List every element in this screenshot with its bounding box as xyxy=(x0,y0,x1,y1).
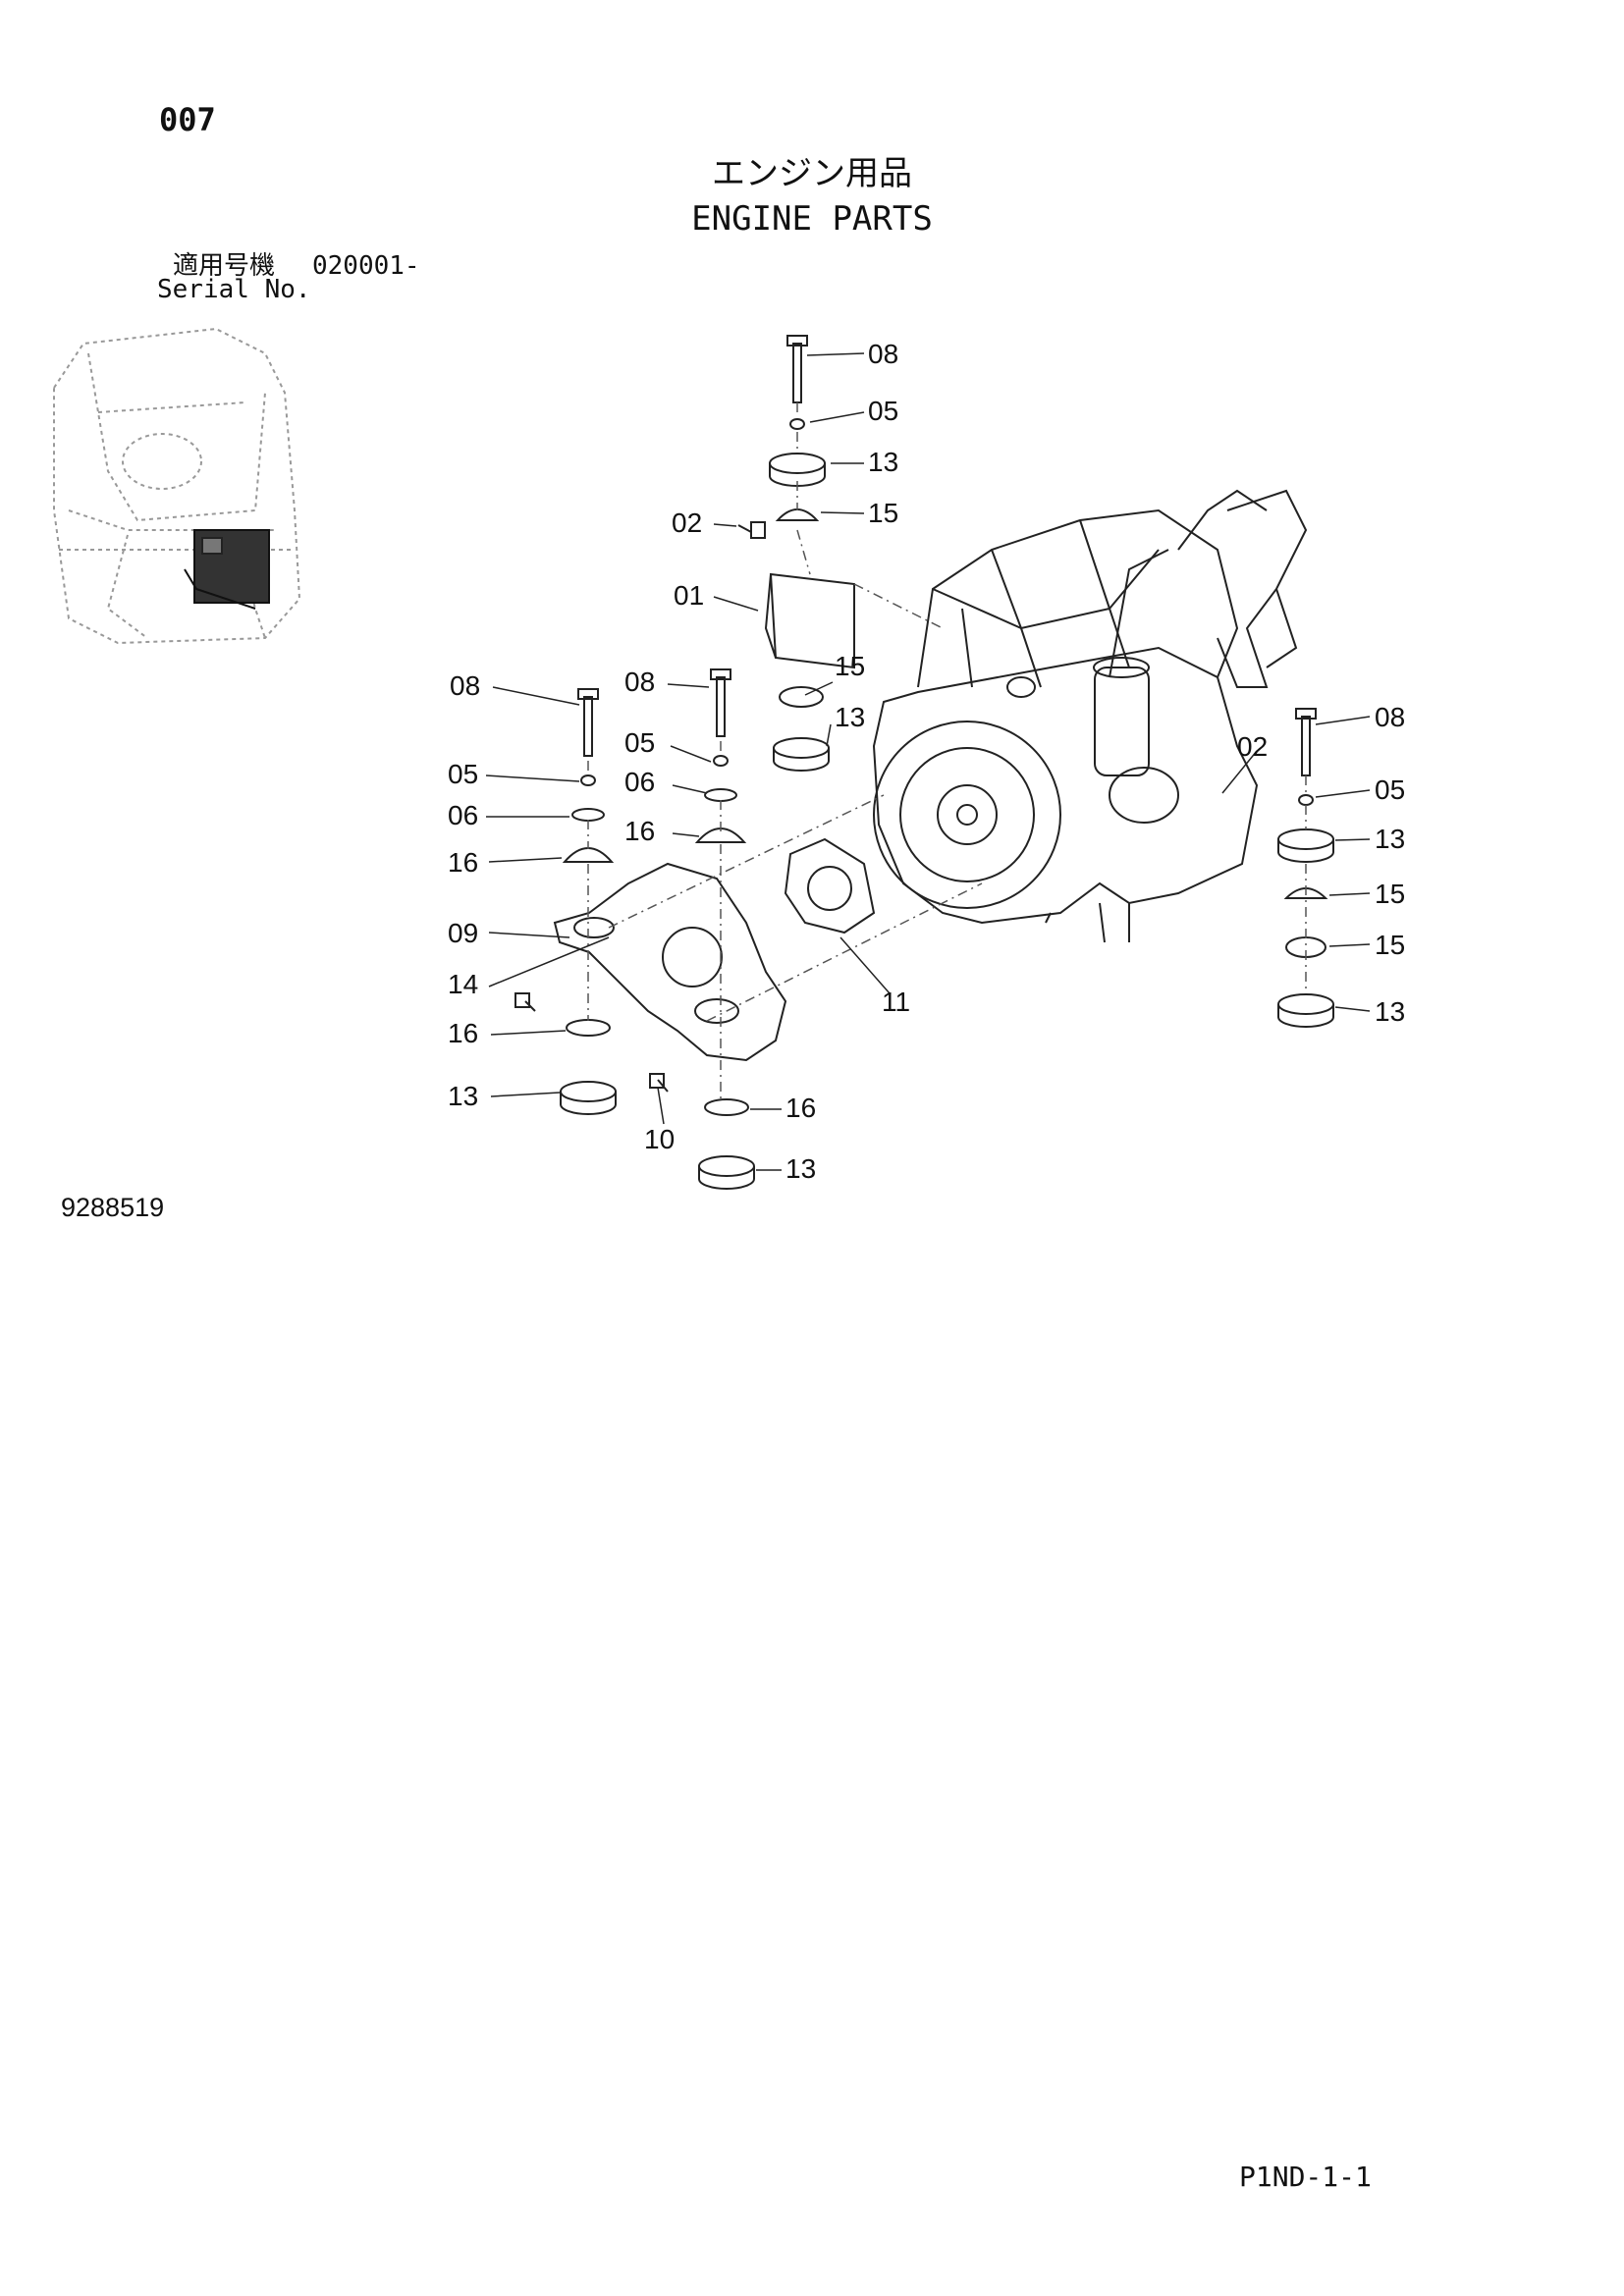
callout-06-mid: 06 xyxy=(624,767,655,797)
serial-value: 020001- xyxy=(312,251,420,281)
lower-mount-parts xyxy=(560,1019,755,1190)
callout-01: 01 xyxy=(674,580,704,611)
top-mount-parts xyxy=(737,335,855,772)
coupling xyxy=(784,837,876,934)
callout-08-right: 08 xyxy=(1375,702,1405,732)
callout-15-right-1: 15 xyxy=(1375,879,1405,909)
callout-02-left: 02 xyxy=(672,507,702,538)
flywheel-housing xyxy=(514,862,787,1093)
callout-13-top: 13 xyxy=(868,447,898,477)
callout-13-right-2: 13 xyxy=(1375,996,1405,1027)
serial-label-japanese: 適用号機 xyxy=(173,251,276,281)
callout-05-mid: 05 xyxy=(624,727,655,758)
drawing-number: 9288519 xyxy=(61,1193,165,1222)
callout-11: 11 xyxy=(882,987,910,1017)
callout-05-left: 05 xyxy=(448,759,478,789)
callout-09: 09 xyxy=(448,918,478,948)
callout-13-mid: 13 xyxy=(835,702,865,732)
sheet-reference: P1ND-1-1 xyxy=(1239,2161,1372,2193)
callout-13-right-1: 13 xyxy=(1375,824,1405,854)
callout-16-mid: 16 xyxy=(624,816,655,846)
highlighted-engine-thumbnail xyxy=(184,529,270,610)
serial-label: Serial No. xyxy=(157,275,311,304)
callout-13-bottom: 13 xyxy=(785,1153,816,1184)
page-title-japanese: エンジン用品 xyxy=(712,155,912,192)
page-title: ENGINE PARTS xyxy=(691,199,933,239)
callout-13-lower: 13 xyxy=(448,1081,478,1111)
callout-15-mid: 15 xyxy=(835,651,865,681)
callout-16-left: 16 xyxy=(448,847,478,878)
callout-16-lower: 16 xyxy=(448,1018,478,1048)
callout-05-right: 05 xyxy=(1375,774,1405,805)
engine-assembly xyxy=(872,489,1308,943)
callout-06-left: 06 xyxy=(448,800,478,830)
alignment-lines xyxy=(587,402,1307,1099)
callout-14: 14 xyxy=(448,969,478,999)
callout-08-mid: 08 xyxy=(624,667,655,697)
callout-10: 10 xyxy=(644,1124,675,1154)
page-number: 007 xyxy=(159,101,216,138)
callout-08-left: 08 xyxy=(450,670,480,701)
left-mount-parts xyxy=(562,668,747,863)
callout-15-right-2: 15 xyxy=(1375,930,1405,960)
callout-02-right: 02 xyxy=(1237,731,1268,762)
leader-lines xyxy=(485,352,1371,1171)
callout-16-bottom: 16 xyxy=(785,1093,816,1123)
callout-05-top: 05 xyxy=(868,396,898,426)
callout-08-top: 08 xyxy=(868,339,898,369)
callout-15-top: 15 xyxy=(868,498,898,528)
